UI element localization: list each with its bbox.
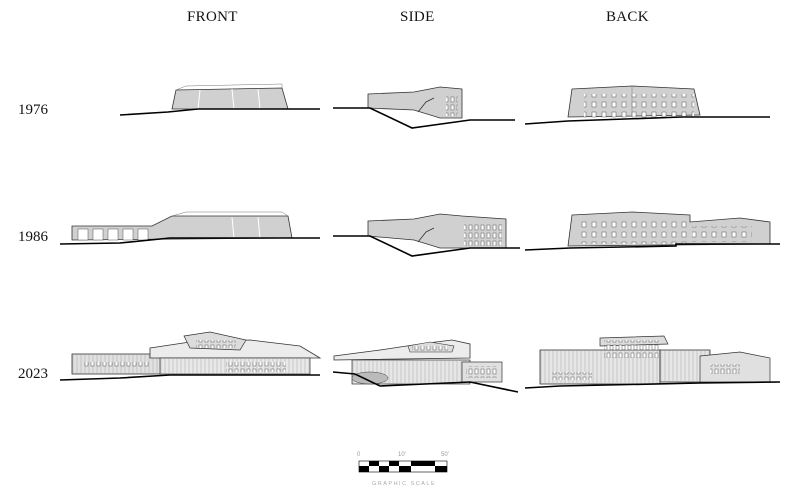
side-elevation-2023 [332, 339, 519, 393]
column-header-front: FRONT [187, 9, 238, 25]
column-header-side: SIDE [400, 9, 435, 25]
scale-tick-10: 10' [398, 452, 406, 458]
scale-tick-50: 50' [441, 452, 449, 458]
front-elevation-1976 [119, 83, 320, 116]
back-elevation-2023 [524, 335, 781, 389]
scale-tick-0: 0 [357, 452, 361, 458]
row-label-1976: 1976 [18, 102, 48, 118]
back-elevation-1986 [524, 211, 780, 251]
front-elevation-1986 [59, 211, 320, 245]
row-label-2023: 2023 [18, 366, 48, 382]
row-label-1986: 1986 [18, 229, 48, 245]
back-elevation-1976 [524, 85, 770, 125]
column-header-back: BACK [606, 9, 649, 25]
scale-title: GRAPHIC SCALE [372, 481, 437, 487]
front-elevation-2023 [59, 331, 322, 381]
graphic-scale [358, 460, 448, 473]
side-elevation-1986 [333, 213, 520, 257]
side-elevation-1976 [333, 86, 515, 129]
